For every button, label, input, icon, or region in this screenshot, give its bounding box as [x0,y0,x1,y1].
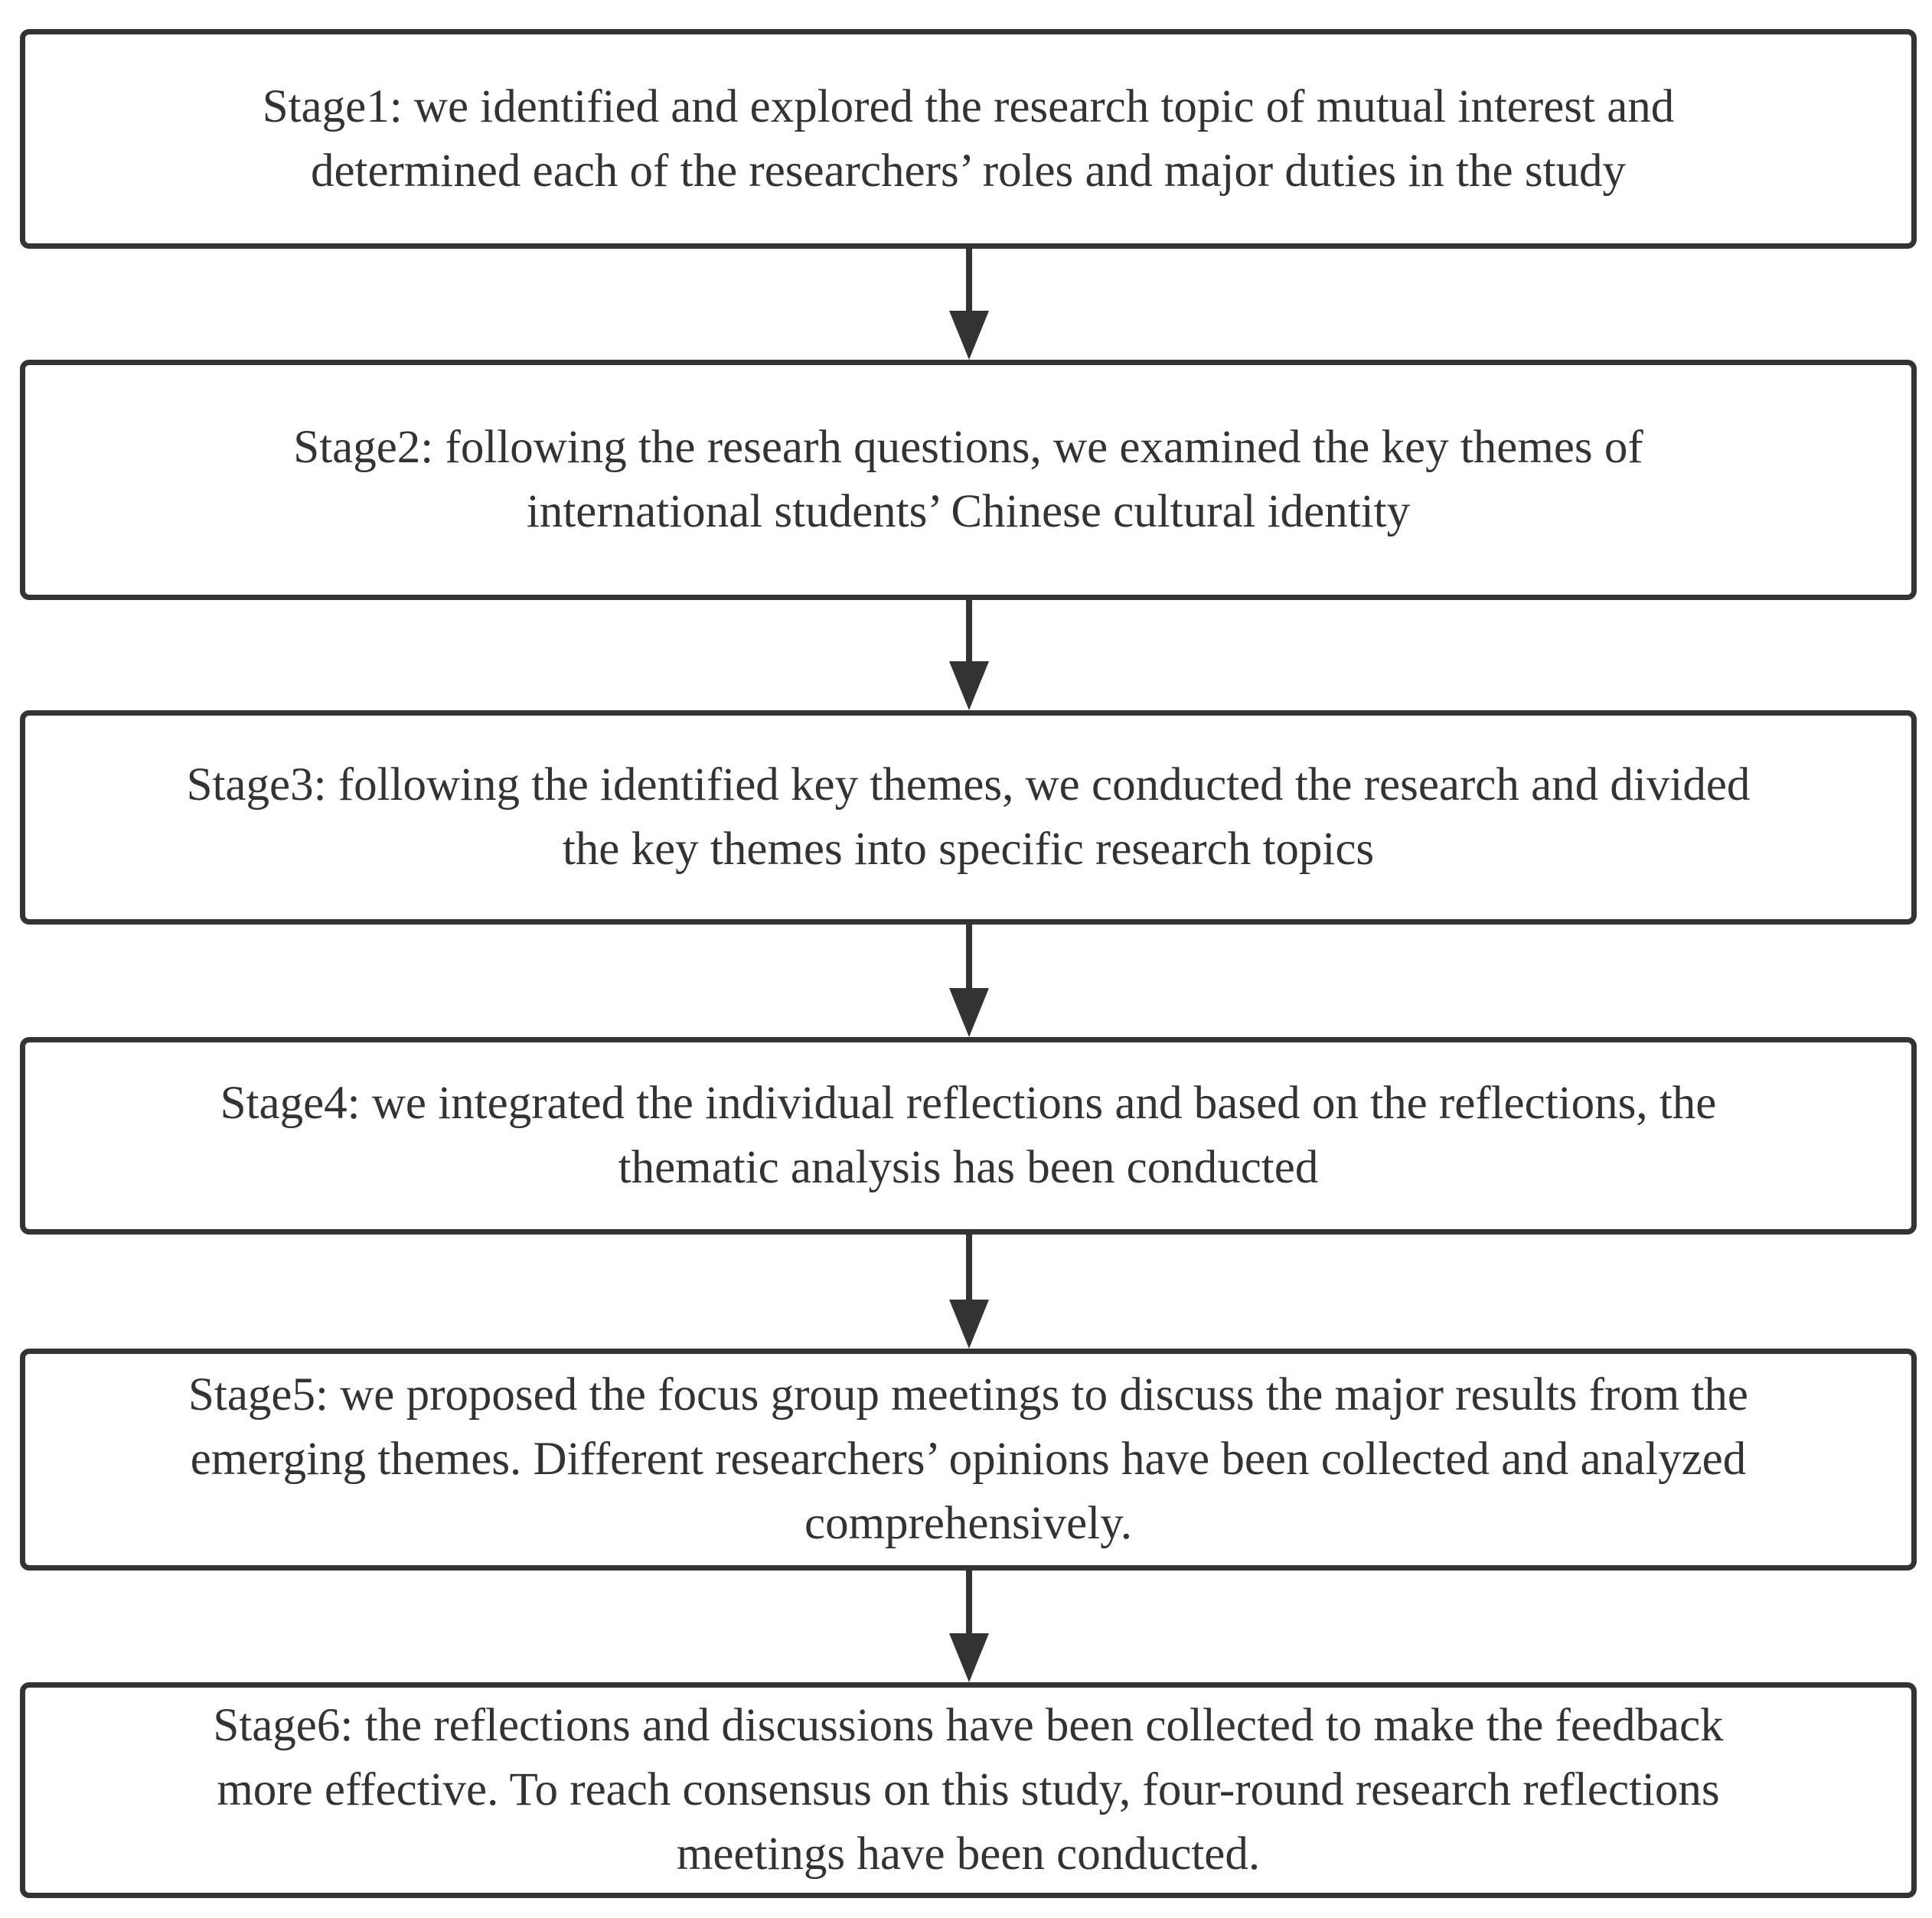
stage-4-text: Stage4: we integrated the individual ref… [220,1078,1717,1193]
stage-5-text: Stage5: we proposed the focus group meet… [188,1369,1749,1549]
stage-1-text: Stage1: we identified and explored the r… [262,80,1675,197]
stage-1-box: Stage1: we identified and explored the r… [20,29,1917,249]
stage-3-text: Stage3: following the identified key the… [186,759,1751,875]
stage-4-box: Stage4: we integrated the individual ref… [20,1037,1917,1235]
stage-5-box: Stage5: we proposed the focus group meet… [20,1349,1917,1571]
arrow-stage4-to-stage5 [949,1235,989,1349]
stage-3-box: Stage3: following the identified key the… [20,710,1917,925]
arrow-stage2-to-stage3 [949,600,989,710]
arrow-stage1-to-stage2 [949,249,989,360]
arrow-stage5-to-stage6 [949,1571,989,1682]
stage-2-box: Stage2: following the researh questions,… [20,360,1917,600]
stage-6-box: Stage6: the reflections and discussions … [20,1682,1917,1898]
arrow-stage3-to-stage4 [949,925,989,1037]
stage-2-text: Stage2: following the researh questions,… [293,422,1643,537]
stage-6-text: Stage6: the reflections and discussions … [213,1700,1724,1880]
